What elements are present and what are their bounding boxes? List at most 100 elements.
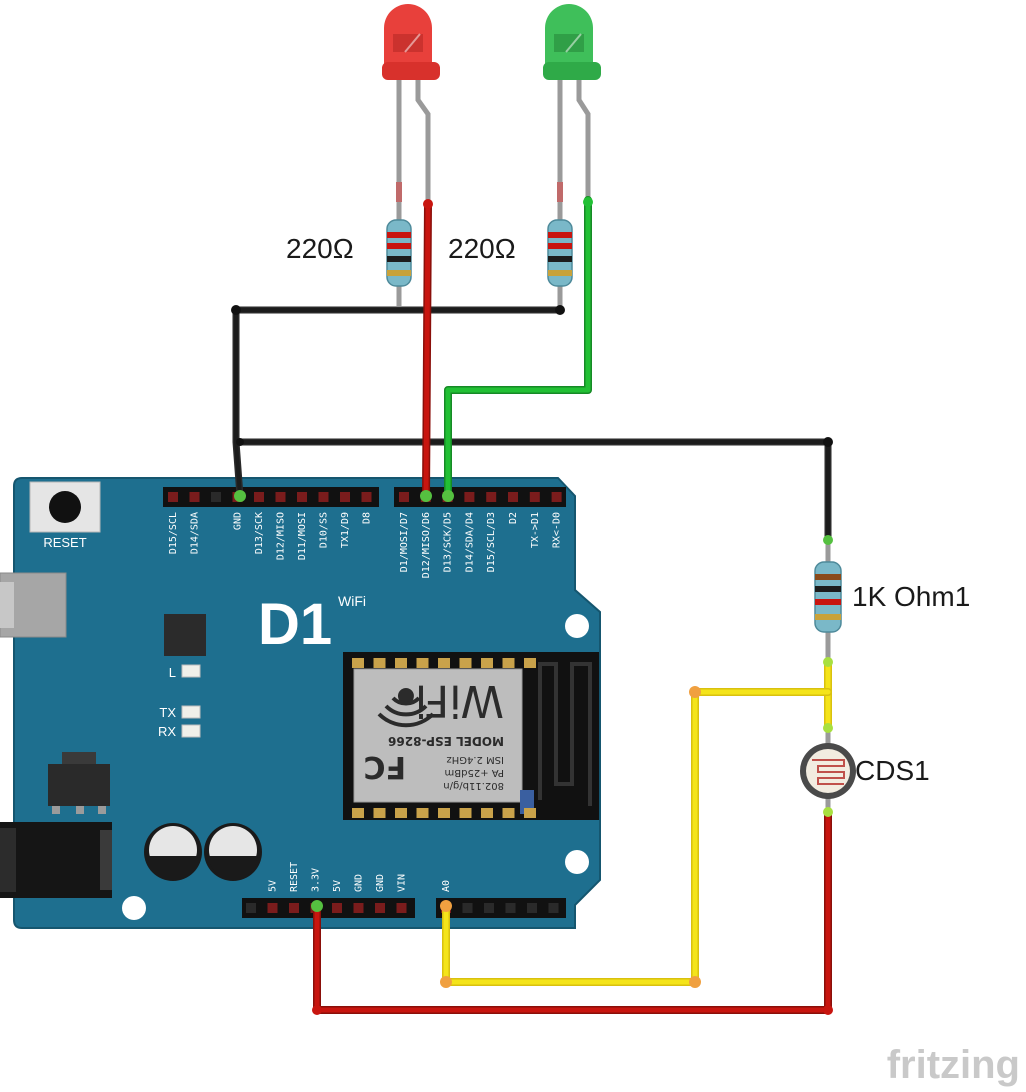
joint — [442, 490, 454, 502]
header-pin-label: D12/MISO/D6 — [421, 512, 432, 578]
wemos-d1-board: RESET L TX RX — [0, 477, 601, 929]
joint — [555, 305, 565, 315]
header-pin[interactable] — [189, 492, 200, 502]
header-pin[interactable] — [396, 903, 407, 913]
header-pin-label: 5V — [332, 880, 343, 892]
header-pin[interactable] — [168, 492, 178, 502]
module-pads-bottom — [352, 808, 536, 818]
header-pin-label: D14/SDA/D4 — [464, 512, 475, 572]
led-rx-label: RX — [158, 724, 176, 739]
module-pad — [352, 808, 364, 818]
joint — [689, 976, 701, 988]
module-line2: PA +25dBm — [445, 767, 504, 778]
module-pad — [373, 808, 386, 818]
module-pad — [352, 658, 364, 668]
header-pin-label: D2 — [508, 512, 519, 524]
resistor-220-green[interactable] — [547, 210, 573, 306]
module-logo: FC — [363, 749, 406, 784]
header-pin[interactable] — [508, 492, 518, 502]
usb-port — [0, 572, 67, 638]
header-pin[interactable] — [462, 903, 473, 913]
green-led[interactable] — [543, 4, 601, 222]
header-pin[interactable] — [486, 492, 497, 502]
esp8266-module — [343, 652, 599, 820]
header-pin[interactable] — [332, 903, 342, 913]
module-pad — [459, 658, 472, 668]
module-pad — [481, 658, 493, 668]
header-pin-label: D12/MISO — [276, 512, 287, 560]
joint — [440, 976, 452, 988]
joint — [823, 807, 833, 817]
header-pin-label: D13/SCK — [254, 512, 265, 554]
header-pin-label: VIN — [397, 874, 408, 892]
resistor-label-1k: 1K Ohm1 — [852, 581, 970, 612]
wire-joints — [231, 197, 833, 1015]
wire-green-d5[interactable] — [444, 196, 592, 500]
header-pin[interactable] — [551, 492, 562, 502]
header-pin[interactable] — [275, 492, 286, 502]
module-line3: ISM 2.4GHz — [446, 754, 504, 765]
wire-red-d6[interactable] — [422, 200, 432, 500]
module-pad — [373, 658, 386, 668]
reset-button[interactable] — [29, 481, 101, 533]
resistor-label-r1: 220Ω — [286, 233, 354, 264]
usb-serial-chip — [164, 614, 206, 656]
header-pin[interactable] — [505, 903, 516, 913]
joint — [312, 1005, 322, 1015]
capacitor — [144, 823, 202, 881]
header-pin[interactable] — [529, 492, 540, 502]
header-pin[interactable] — [399, 492, 409, 502]
header-pin[interactable] — [289, 903, 299, 913]
header-pin-label: GND — [375, 874, 386, 892]
wire-red-3v3[interactable] — [313, 808, 832, 1014]
red-led[interactable] — [382, 4, 440, 222]
header-pin[interactable] — [361, 492, 372, 502]
header-pin-label: D15/SCL — [168, 512, 179, 554]
board-wifi-label: WiFi — [338, 593, 366, 609]
module-pad — [395, 658, 407, 668]
joint — [234, 490, 246, 502]
header-pin[interactable] — [246, 903, 256, 913]
module-line4: MODEL ESP-8266 — [388, 734, 504, 748]
mounting-hole — [565, 850, 589, 874]
mounting-hole — [565, 614, 589, 638]
header-pin[interactable] — [211, 492, 221, 502]
joint — [823, 723, 833, 733]
module-pad — [438, 658, 450, 668]
photoresistor-cds[interactable] — [800, 728, 856, 812]
joint — [689, 686, 701, 698]
joint — [823, 535, 833, 545]
module-pad — [438, 808, 450, 818]
resistor-220-red[interactable] — [386, 210, 412, 306]
cds-label: CDS1 — [855, 755, 930, 786]
top-header-right — [394, 487, 566, 507]
reset-label: RESET — [43, 535, 86, 550]
header-pin-label: D13/SCK/D5 — [443, 512, 454, 572]
header-pin[interactable] — [297, 492, 307, 502]
header-pin[interactable] — [254, 492, 264, 502]
header-pin[interactable] — [318, 492, 329, 502]
joint — [823, 437, 833, 447]
header-pin[interactable] — [484, 903, 494, 913]
header-pin[interactable] — [464, 492, 475, 502]
header-pin-label: D1/MOSI/D7 — [399, 512, 410, 572]
header-pin[interactable] — [375, 903, 385, 913]
module-pad — [416, 808, 429, 818]
joint — [311, 900, 323, 912]
joint — [236, 438, 244, 446]
header-pin[interactable] — [353, 903, 364, 913]
voltage-regulator — [48, 752, 110, 814]
joint — [423, 199, 433, 209]
header-pin-label: GND — [233, 512, 244, 530]
header-pin[interactable] — [548, 903, 559, 913]
led-l — [181, 664, 201, 678]
module-pad — [502, 808, 515, 818]
board-logo: D1 — [258, 592, 332, 657]
header-pin[interactable] — [527, 903, 537, 913]
module-pad — [481, 808, 493, 818]
wifi-icon — [377, 688, 435, 728]
resistor-1k[interactable] — [814, 540, 842, 662]
header-pin[interactable] — [267, 903, 278, 913]
header-pin[interactable] — [340, 492, 350, 502]
